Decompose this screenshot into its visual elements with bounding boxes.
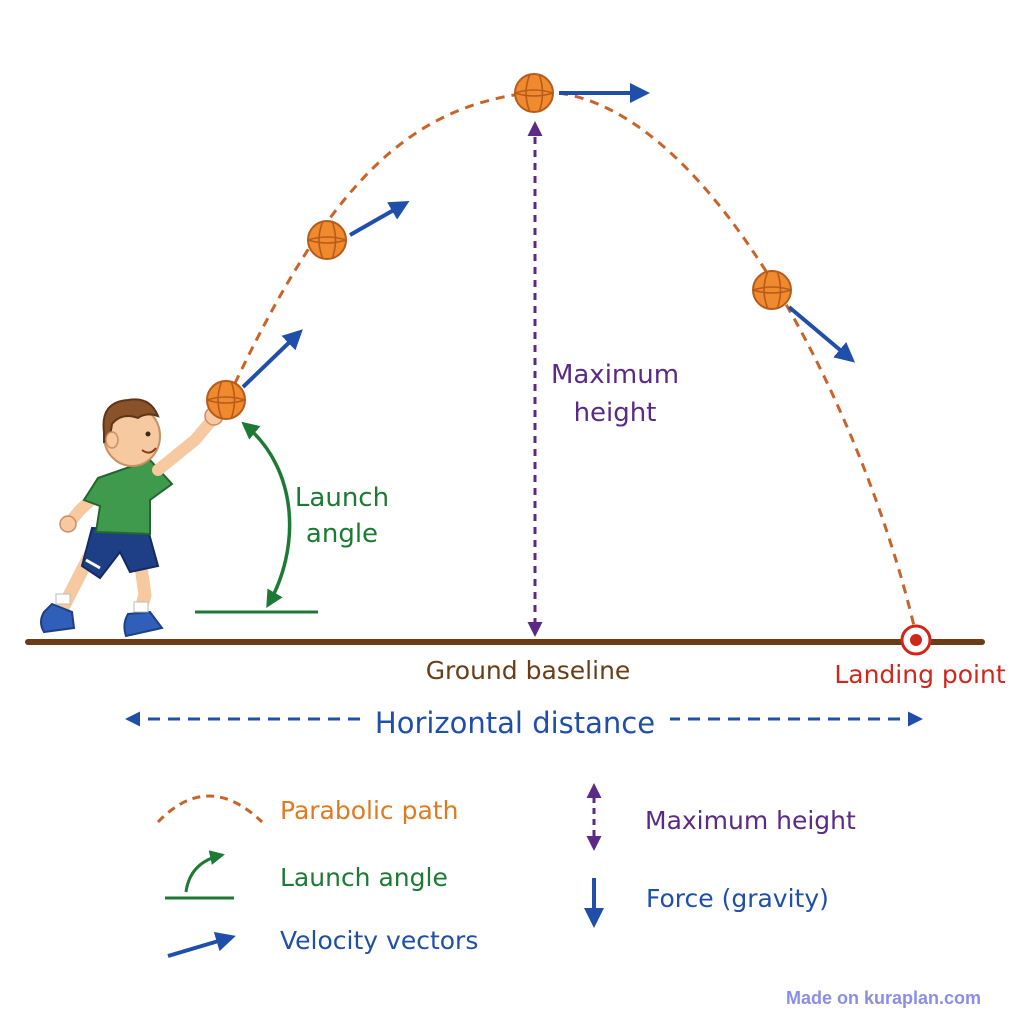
legend-velocity-vectors-icon <box>167 931 236 958</box>
ball-rising <box>307 220 347 260</box>
velocity-vector <box>787 305 856 363</box>
launch-angle-label: Launch angle <box>294 483 390 549</box>
legend-launch-angle-label: Launch angle <box>280 863 448 892</box>
ball-launch <box>206 380 246 420</box>
ball-falling <box>752 270 792 310</box>
legend-maximum-height-label: Maximum height <box>645 806 856 835</box>
watermark: Made on kuraplan.com <box>786 988 982 1008</box>
parabolic-path <box>226 90 916 627</box>
legend-launch-angle-icon <box>165 850 234 900</box>
legend-parabolic-path-icon <box>156 794 264 824</box>
horizontal-distance-label: Horizontal distance <box>360 706 670 740</box>
landing-point-label: Landing point <box>834 660 1006 689</box>
velocity-vector <box>349 201 410 237</box>
maximum-height-label: Maximum height <box>550 360 680 428</box>
boy-thrower <box>40 398 224 638</box>
legend-velocity-vectors-label: Velocity vectors <box>280 926 479 955</box>
launch-angle-arc <box>241 421 292 609</box>
velocity-vector <box>241 329 303 389</box>
legend-parabolic-path-label: Parabolic path <box>280 796 459 825</box>
ball-apex <box>514 73 554 113</box>
ground-baseline-label: Ground baseline <box>425 656 631 685</box>
legend-force-gravity-label: Force (gravity) <box>646 884 829 913</box>
landing-point-marker <box>900 624 932 656</box>
